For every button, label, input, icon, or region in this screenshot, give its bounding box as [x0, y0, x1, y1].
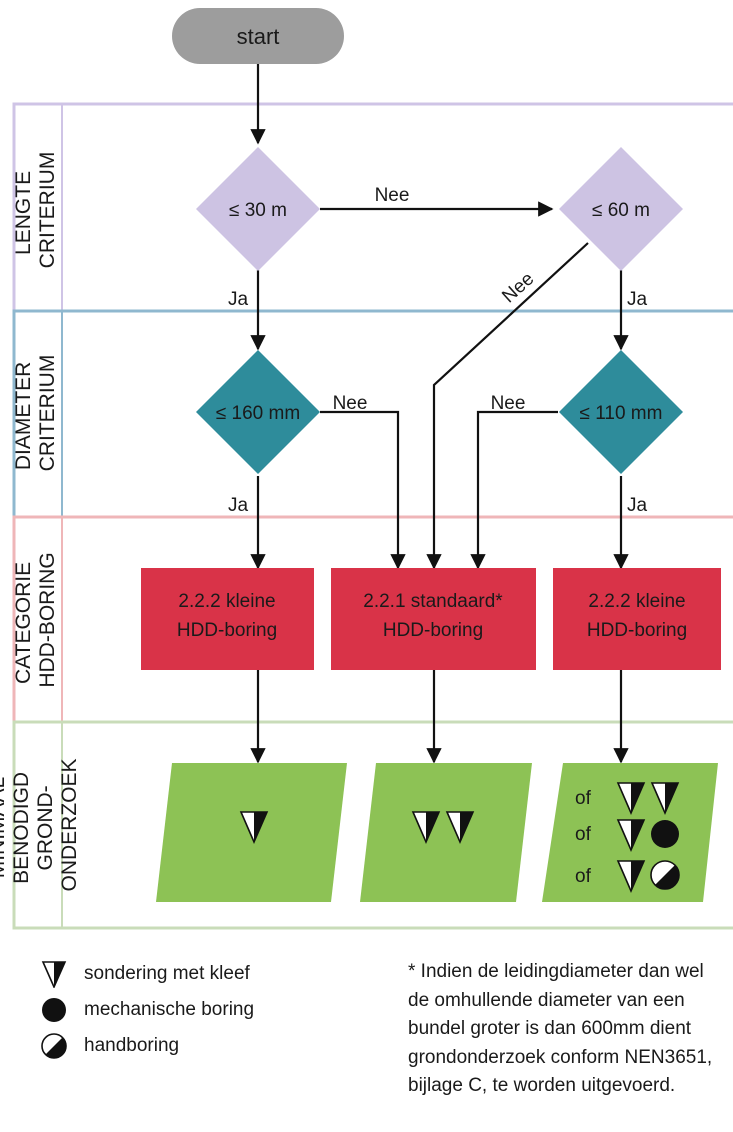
sondering-icon — [650, 782, 680, 816]
decision-length-60: ≤ 60 m — [559, 147, 683, 271]
legend-label: sondering met kleef — [84, 963, 250, 984]
svg-text:HDD-boring: HDD-boring — [587, 620, 687, 641]
sondering-icon — [41, 961, 67, 988]
category-box-mid: 2.2.1 standaard* HDD-boring — [331, 568, 536, 670]
lane-diameter: DIAMETER CRITERIUM — [12, 309, 733, 517]
edge-label-nee-diagonal: Nee — [498, 268, 538, 307]
lane-label-diameter: DIAMETER CRITERIUM — [12, 355, 59, 472]
svg-text:2.2.1 standaard*: 2.2.1 standaard* — [363, 591, 503, 612]
decision-diameter-110: ≤ 110 mm — [559, 350, 683, 474]
edge-label-nee: Nee — [333, 393, 368, 414]
svg-text:start: start — [237, 24, 280, 49]
lane-label-minimaal: MINIMAAL BENODIGD GROND- ONDERZOEK — [0, 758, 81, 891]
of-label: of — [575, 866, 592, 887]
sondering-icon — [616, 860, 646, 894]
sondering-icon — [445, 811, 475, 845]
legend-item-mechanisch: mechanische boring — [40, 996, 340, 1024]
research-box-right: of of of — [542, 763, 718, 902]
footnote: * Indien de leidingdiameter dan wel de o… — [408, 961, 713, 1096]
sondering-icon — [616, 819, 646, 853]
decision-diameter-160: ≤ 160 mm — [196, 350, 320, 474]
lane-minimaal: MINIMAAL BENODIGD GROND- ONDERZOEK — [0, 720, 733, 930]
connectors — [250, 64, 629, 764]
svg-text:≤ 60 m: ≤ 60 m — [592, 200, 650, 221]
svg-text:≤ 30 m: ≤ 30 m — [229, 200, 287, 221]
lane-label-lengte: LENGTE CRITERIUM — [12, 152, 59, 269]
svg-text:2.2.2 kleine: 2.2.2 kleine — [178, 591, 275, 612]
research-box-mid — [360, 763, 532, 902]
legend-item-hand: handboring — [40, 1032, 340, 1060]
mechanical-boring-icon — [651, 820, 679, 848]
svg-text:HDD-boring: HDD-boring — [383, 620, 483, 641]
svg-text:HDD-boring: HDD-boring — [177, 620, 277, 641]
legend-label: mechanische boring — [84, 999, 255, 1020]
edge-label-ja: Ja — [627, 495, 648, 516]
sondering-icon — [616, 782, 646, 816]
edge-label-ja: Ja — [228, 289, 249, 310]
edge-label-ja: Ja — [228, 495, 249, 516]
hand-boring-icon — [650, 860, 680, 890]
category-box-right: 2.2.2 kleine HDD-boring — [553, 568, 721, 670]
lane-lengte: LENGTE CRITERIUM — [12, 102, 733, 311]
svg-text:≤ 160 mm: ≤ 160 mm — [216, 403, 300, 424]
legend-item-sondering: sondering met kleef — [40, 960, 340, 988]
hand-boring-icon — [41, 1033, 67, 1059]
legend-label: handboring — [84, 1035, 180, 1056]
svg-text:2.2.2 kleine: 2.2.2 kleine — [588, 591, 685, 612]
edge-label-nee: Nee — [491, 393, 526, 414]
start-node: start — [172, 8, 344, 64]
flowchart: LENGTE CRITERIUM DIAMETER CRITERIUM CATE… — [0, 8, 733, 930]
sondering-icon — [239, 811, 269, 845]
svg-text:≤ 110 mm: ≤ 110 mm — [580, 403, 663, 424]
category-box-left: 2.2.2 kleine HDD-boring — [141, 568, 314, 670]
edge-label-nee: Nee — [375, 185, 410, 206]
edge-label-ja: Ja — [627, 289, 648, 310]
of-label: of — [575, 788, 592, 809]
decision-length-30: ≤ 30 m — [196, 147, 320, 271]
lane-categorie: CATEGORIE HDD-BORING — [12, 515, 733, 722]
lane-label-categorie: CATEGORIE HDD-BORING — [12, 552, 59, 687]
sondering-icon — [411, 811, 441, 845]
of-label: of — [575, 824, 592, 845]
mechanical-boring-icon — [42, 998, 66, 1022]
research-box-left — [156, 763, 347, 902]
